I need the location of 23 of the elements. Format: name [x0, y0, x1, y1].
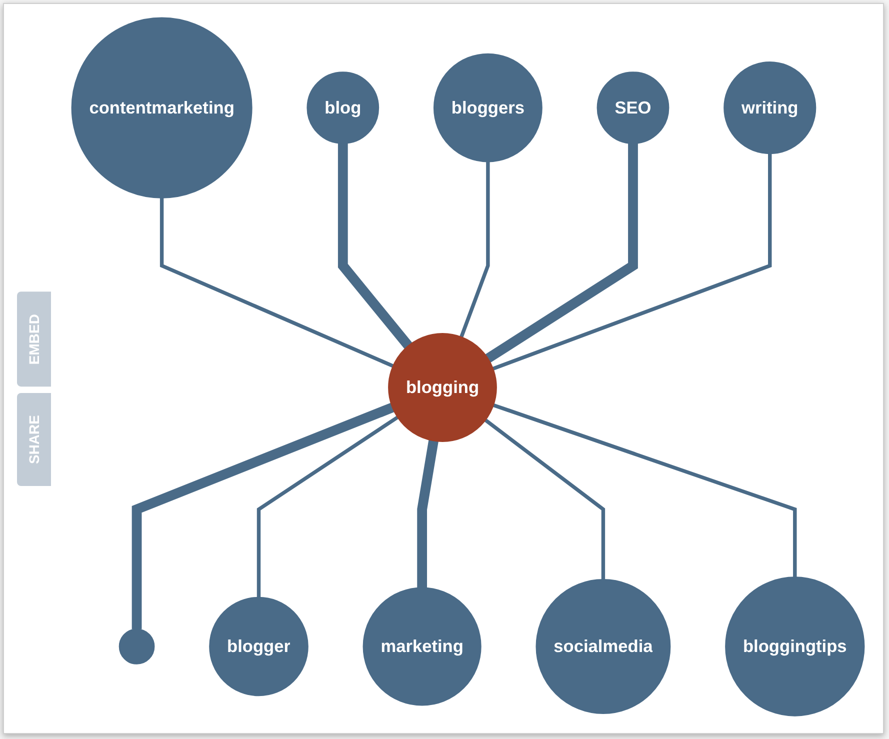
- connector: [256, 416, 399, 598]
- node-circle: blogger: [209, 597, 308, 696]
- node-circle: marketing: [362, 587, 482, 706]
- node-circle: writing: [724, 62, 816, 154]
- node-circle: socialmedia: [536, 579, 671, 714]
- connector: [485, 144, 638, 363]
- connector: [492, 404, 797, 578]
- node-circle: blog: [306, 72, 380, 144]
- connector: [492, 154, 772, 371]
- connector: [338, 144, 412, 350]
- node-circle: blogging: [388, 333, 497, 442]
- connector: [160, 198, 394, 368]
- node-circle: SEO: [596, 72, 670, 144]
- node-circle: contentmarketing: [71, 17, 252, 198]
- connector: [460, 162, 490, 338]
- side-tab-button: EMBED: [17, 292, 51, 387]
- node-circle: bloggingtips: [725, 576, 865, 717]
- connector: [417, 440, 438, 588]
- side-tab-button: SHARE: [17, 392, 51, 486]
- node-circle: bloggers: [433, 54, 542, 162]
- node-circle: [118, 628, 155, 665]
- connector: [484, 418, 606, 580]
- connector: [132, 403, 394, 630]
